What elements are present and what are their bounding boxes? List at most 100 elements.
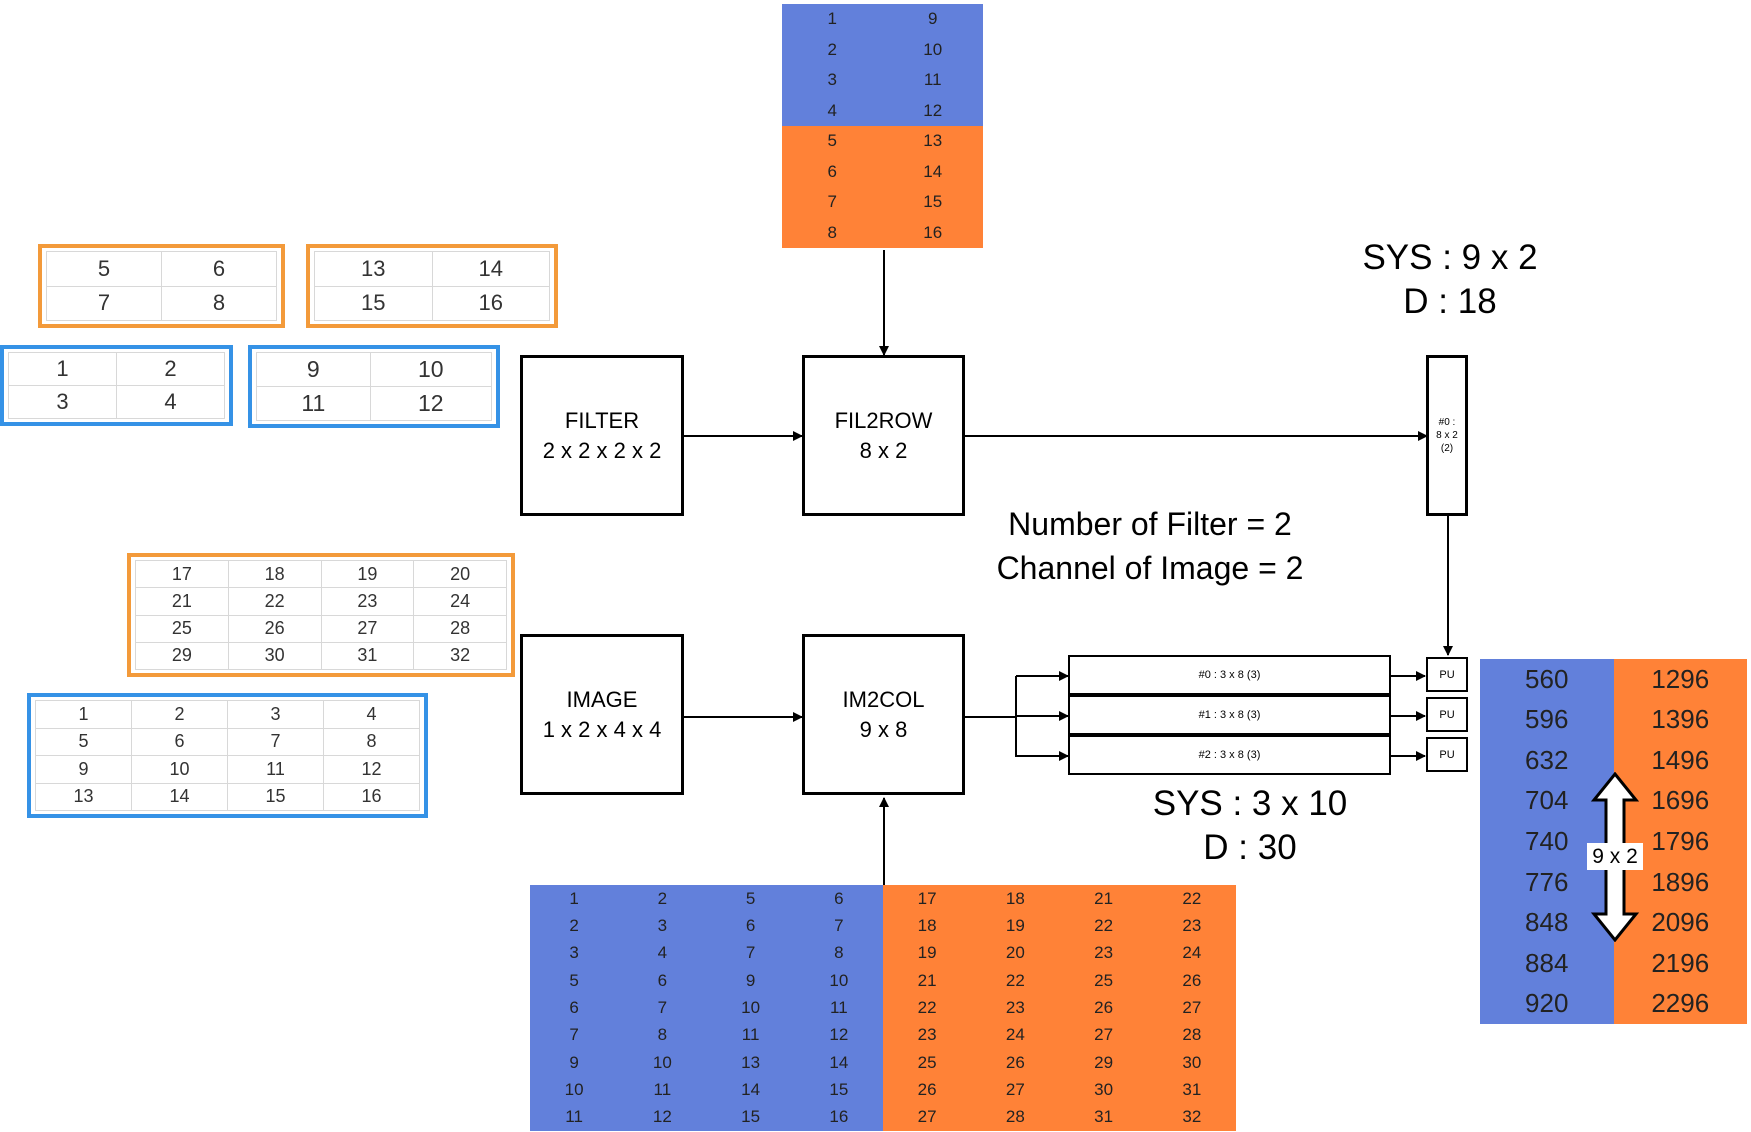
matrix-cell: 9 (882, 4, 983, 35)
matrix-cell: 1396 (1613, 699, 1747, 741)
matrix-cell: 26 (1059, 994, 1148, 1022)
matrix-cell: 25 (883, 1049, 972, 1077)
matrix-cell: 11 (530, 1103, 619, 1131)
matrix-cell: 15 (706, 1103, 795, 1131)
table-cell: 12 (323, 755, 420, 784)
filter-box-title: FILTER (564, 407, 640, 433)
table-cell: 4 (116, 385, 225, 419)
table-cell: 16 (323, 782, 420, 811)
matrix-cell: 2 (618, 885, 707, 913)
matrix-cell: 6 (782, 156, 883, 187)
matrix-cell: 5 (706, 885, 795, 913)
table-cell: 10 (369, 352, 493, 387)
matrix-cell: 5 (782, 126, 883, 157)
im2col-box: IM2COL 9 x 8 (802, 634, 965, 795)
matrix-cell: 1296 (1613, 659, 1747, 700)
matrix-cell: 884 (1480, 942, 1614, 984)
matrix-cell: 7 (706, 939, 795, 967)
matrix-cell: 1896 (1613, 861, 1747, 903)
table-cell: 29 (135, 641, 229, 671)
systolic-bar-2: #2 : 3 x 8 (3) (1068, 735, 1391, 775)
matrix-cell: 12 (618, 1103, 707, 1131)
table-cell: 32 (413, 641, 507, 671)
matrix-cell: 9 (530, 1049, 619, 1077)
image-box: IMAGE 1 x 2 x 4 x 4 (520, 634, 684, 795)
matrix-cell: 22 (883, 994, 972, 1022)
fil2row-box: FIL2ROW 8 x 2 (802, 355, 965, 516)
table-cell: 25 (135, 614, 229, 643)
matrix-cell: 22 (1059, 912, 1148, 940)
matrix-cell: 23 (1147, 912, 1236, 940)
matrix-cell: 1 (530, 885, 619, 913)
matrix-cell: 26 (883, 1076, 972, 1104)
matrix-cell: 6 (618, 967, 707, 995)
table-cell: 18 (227, 559, 322, 589)
matrix-cell: 3 (618, 912, 707, 940)
matrix-cell: 848 (1480, 902, 1614, 943)
sys-bottom-label: SYS : 3 x 10 D : 30 (1152, 784, 1348, 867)
matrix-cell: 27 (883, 1103, 972, 1131)
matrix-cell: 22 (1147, 885, 1236, 913)
table-cell: 24 (413, 587, 507, 616)
table-cell: 14 (431, 251, 550, 287)
table-cell: 30 (227, 641, 322, 671)
matrix-cell: 776 (1480, 861, 1614, 903)
im2col-box-title: IM2COL (842, 686, 925, 712)
table-cell: 8 (323, 727, 420, 756)
matrix-cell: 560 (1480, 659, 1614, 700)
matrix-cell: 15 (794, 1076, 883, 1104)
table-cell: 6 (161, 251, 277, 287)
filter-box: FILTER 2 x 2 x 2 x 2 (520, 355, 684, 516)
matrix-cell: 10 (618, 1049, 707, 1077)
matrix-cell: 23 (883, 1021, 972, 1049)
sys-top-label: SYS : 9 x 2 D : 18 (1362, 238, 1538, 321)
table-cell: 5 (35, 727, 132, 756)
matrix-cell: 10 (706, 994, 795, 1022)
matrix-cell: 27 (971, 1076, 1060, 1104)
matrix-cell: 3 (530, 939, 619, 967)
matrix-cell: 1496 (1613, 740, 1747, 781)
matrix-cell: 596 (1480, 699, 1614, 741)
matrix-cell: 23 (1059, 939, 1148, 967)
table-cell: 2 (116, 352, 225, 386)
image-box-title: IMAGE (566, 686, 638, 712)
matrix-cell: 7 (618, 994, 707, 1022)
table-cell: 23 (320, 587, 415, 616)
table-cell: 28 (413, 614, 507, 643)
table-cell: 3 (8, 385, 117, 419)
matrix-cell: 14 (794, 1049, 883, 1077)
matrix-cell: 23 (971, 994, 1060, 1022)
matrix-cell: 25 (1059, 967, 1148, 995)
result-arrow-label: 9 x 2 (1587, 843, 1643, 870)
matrix-cell: 2096 (1613, 902, 1747, 943)
matrix-cell: 30 (1059, 1076, 1148, 1104)
matrix-cell: 15 (882, 187, 983, 218)
pu-1: PU (1426, 697, 1468, 732)
matrix-cell: 14 (882, 156, 983, 187)
image-box-shape: 1 x 2 x 4 x 4 (542, 716, 662, 742)
matrix-cell: 9 (706, 967, 795, 995)
table-cell: 8 (161, 285, 277, 321)
matrix-cell: 2196 (1613, 942, 1747, 984)
table-cell: 7 (46, 285, 162, 321)
matrix-cell: 11 (882, 65, 983, 96)
matrix-cell: 5 (530, 967, 619, 995)
table-cell: 26 (227, 614, 322, 643)
matrix-cell: 26 (971, 1049, 1060, 1077)
table-cell: 14 (131, 782, 228, 811)
matrix-cell: 6 (530, 994, 619, 1022)
matrix-cell: 16 (882, 217, 983, 248)
table-cell: 19 (320, 559, 415, 589)
matrix-cell: 1 (782, 4, 883, 35)
